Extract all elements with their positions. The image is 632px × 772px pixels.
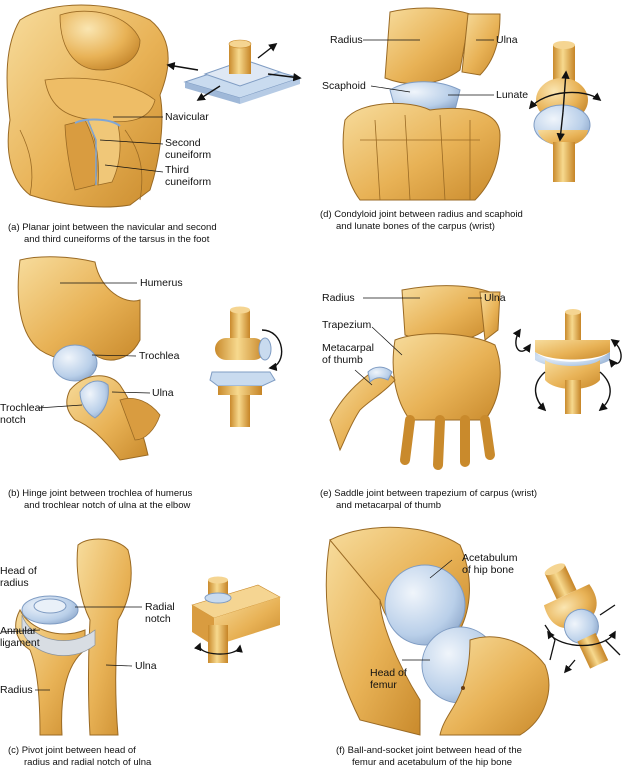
label-metacarpal-of-thumb: Metacarpal of thumb: [322, 342, 374, 366]
label-trochlea: Trochlea: [139, 350, 179, 362]
planar-joint-model-icon: [168, 40, 300, 104]
label-ulna-d: Ulna: [496, 34, 518, 46]
pivot-joint-model-icon: [192, 577, 280, 664]
label-radius-c: Radius: [0, 684, 33, 696]
ball-and-socket-joint-model-icon: [530, 555, 623, 676]
condyloid-joint-model-icon: [530, 41, 600, 182]
label-trochlear-notch: Trochlear notch: [0, 402, 44, 426]
caption-f-line2: femur and acetabulum of the hip bone: [352, 757, 512, 769]
caption-d-line1: (d) Condyloid joint between radius and s…: [320, 209, 523, 221]
label-third-cuneiform: Third cuneiform: [165, 164, 211, 188]
caption-b-line2: and trochlear notch of ulna at the elbow: [24, 500, 190, 512]
panel-d-wrist-bones: [343, 8, 500, 200]
hinge-joint-model-icon: [210, 307, 282, 428]
label-radius-e: Radius: [322, 292, 355, 304]
caption-f-line1: (f) Ball-and-socket joint between head o…: [336, 745, 522, 757]
saddle-joint-model-icon: [516, 309, 621, 414]
label-head-of-radius: Head of radius: [0, 565, 37, 589]
label-radial-notch: Radial notch: [145, 601, 175, 625]
label-ulna-e: Ulna: [484, 292, 506, 304]
label-navicular: Navicular: [165, 111, 209, 123]
label-acetabulum: Acetabulum of hip bone: [462, 552, 517, 576]
label-annular-ligament: Annular ligament: [0, 625, 40, 649]
caption-b-line1: (b) Hinge joint between trochlea of hume…: [8, 488, 192, 500]
caption-a-line2: and third cuneiforms of the tarsus in th…: [24, 234, 209, 246]
panel-a-foot-bones: [7, 5, 168, 207]
caption-d-line2: and lunate bones of the carpus (wrist): [336, 221, 495, 233]
label-scaphoid: Scaphoid: [322, 80, 366, 92]
caption-c-line1: (c) Pivot joint between head of: [8, 745, 136, 757]
caption-c-line2: radius and radial notch of ulna: [24, 757, 151, 769]
label-ulna-b: Ulna: [152, 387, 174, 399]
label-ulna-c: Ulna: [135, 660, 157, 672]
label-humerus: Humerus: [140, 277, 183, 289]
label-radius-d: Radius: [330, 34, 363, 46]
caption-e-line1: (e) Saddle joint between trapezium of ca…: [320, 488, 537, 500]
label-lunate: Lunate: [496, 89, 528, 101]
label-second-cuneiform: Second cuneiform: [165, 137, 211, 161]
panel-e-hand-bones: [330, 286, 500, 465]
caption-e-line2: and metacarpal of thumb: [336, 500, 441, 512]
caption-a-line1: (a) Planar joint between the navicular a…: [8, 222, 217, 234]
label-head-of-femur: Head of femur: [370, 667, 407, 691]
label-trapezium: Trapezium: [322, 319, 371, 331]
